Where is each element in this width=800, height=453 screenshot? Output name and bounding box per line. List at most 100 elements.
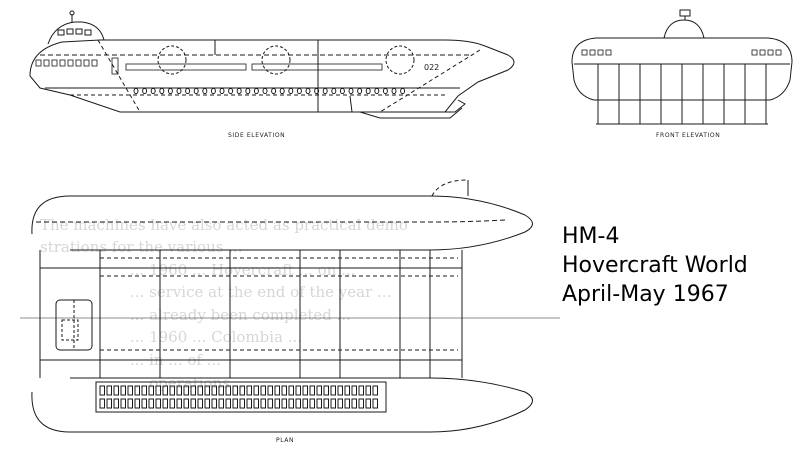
seat (295, 385, 301, 396)
side-skid (359, 107, 463, 119)
porthole (142, 87, 148, 95)
porthole (159, 87, 165, 95)
seat (239, 385, 245, 396)
porthole (193, 87, 199, 95)
seat (323, 385, 329, 396)
seat (239, 398, 245, 409)
ghost-text: The machines have also acted as practica… (40, 216, 408, 392)
seat (176, 385, 182, 396)
porthole (322, 87, 328, 95)
plan-bow-arc (431, 179, 469, 197)
seat (134, 385, 140, 396)
seat (190, 398, 196, 409)
seat (358, 385, 364, 396)
seat (358, 398, 364, 409)
seat (183, 385, 189, 396)
plan-upper-hull (31, 195, 533, 251)
porthole (262, 87, 268, 95)
plan-seat-rows (99, 385, 378, 409)
porthole (210, 87, 216, 95)
seat (316, 398, 322, 409)
plan-lower-hull (31, 377, 533, 433)
porthole (357, 87, 363, 95)
ghost-line: strations for the various ... (40, 238, 243, 256)
seat (316, 385, 322, 396)
seat (162, 398, 168, 409)
porthole (185, 87, 191, 95)
cockpit-antenna (69, 10, 75, 16)
seat (302, 385, 308, 396)
seat (225, 385, 231, 396)
caption-publication: Hovercraft World (562, 253, 748, 278)
front-panel-dividers (618, 64, 746, 124)
seat (337, 385, 343, 396)
seat (232, 385, 238, 396)
side-elevation-drawing: 022 (29, 10, 515, 119)
porthole (400, 87, 406, 95)
seat (148, 385, 154, 396)
porthole (331, 87, 337, 95)
seat (99, 398, 105, 409)
plan-passenger-deck (95, 381, 387, 413)
porthole (202, 87, 208, 95)
cockpit-window (57, 29, 65, 36)
seat (141, 385, 147, 396)
ghost-line: ... operations ... (130, 374, 249, 392)
seat (232, 398, 238, 409)
seat (106, 398, 112, 409)
seat (155, 398, 161, 409)
cockpit-window (66, 28, 74, 35)
porthole (236, 87, 242, 95)
porthole (382, 87, 388, 95)
seat (344, 398, 350, 409)
plan-central-body (39, 250, 463, 378)
seat (281, 385, 287, 396)
porthole (245, 87, 251, 95)
porthole (365, 87, 371, 95)
seat (281, 398, 287, 409)
cockpit-window (84, 29, 92, 36)
porthole (228, 87, 234, 95)
seat (204, 385, 210, 396)
cockpit-window (75, 28, 83, 35)
plan-bulkheads (99, 250, 431, 378)
seat (197, 398, 203, 409)
porthole (167, 87, 173, 95)
fan-outline (157, 45, 187, 75)
seat (337, 398, 343, 409)
lift-strut (97, 39, 141, 113)
seat (295, 398, 301, 409)
caption-model: HM-4 (562, 224, 620, 249)
seat (323, 398, 329, 409)
seat (134, 398, 140, 409)
seat (309, 385, 315, 396)
porthole (348, 87, 354, 95)
seat (106, 385, 112, 396)
caption: HM-4 Hovercraft World April-May 1967 (562, 222, 748, 309)
caption-date: April-May 1967 (562, 282, 729, 307)
porthole (279, 87, 285, 95)
plan-cockpit-inner (61, 319, 79, 341)
seat (127, 398, 133, 409)
seat (120, 398, 126, 409)
seat (330, 385, 336, 396)
seat (169, 398, 175, 409)
porthole (374, 87, 380, 95)
seat (113, 398, 119, 409)
seat (211, 385, 217, 396)
side-hull-outline (29, 39, 515, 113)
porthole (296, 87, 302, 95)
seat (330, 398, 336, 409)
seat (372, 398, 378, 409)
seat (176, 398, 182, 409)
lift-strut (379, 49, 481, 113)
fan-outline (261, 45, 291, 75)
side-skid (349, 95, 466, 113)
porthole (339, 87, 345, 95)
seat (218, 398, 224, 409)
seat (365, 385, 371, 396)
porthole (305, 87, 311, 95)
plan-upper-keel (36, 219, 506, 223)
seat (365, 398, 371, 409)
seat (274, 398, 280, 409)
